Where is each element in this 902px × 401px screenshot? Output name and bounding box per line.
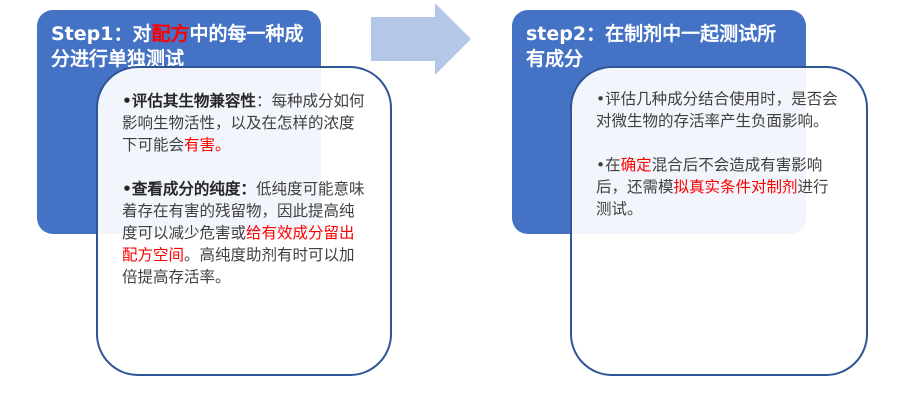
right-arrow-icon xyxy=(371,3,471,75)
step1-bullet-purity-highlight: 给有效成分留出配方空间 xyxy=(122,224,355,264)
bullet-marker: • xyxy=(596,156,606,174)
step1-bullet-purity-text: 低纯度可能意味着存在有害的残留物，因此提高纯度可以减少危害或 xyxy=(122,180,365,242)
bullet-marker: • xyxy=(122,92,132,110)
step1-bullet-biocompat-bold: 评估其生物兼容性 xyxy=(131,92,256,110)
step2-title: step2：在制剂中一起测试所有成分 xyxy=(526,23,777,70)
step1-title-post: 中的每一种成分进行单独测试 xyxy=(51,23,304,70)
step2-bullet-real-text-pre: 在 xyxy=(605,156,621,174)
step1-bullet-purity-bold: 查看成分的纯度： xyxy=(131,180,256,198)
bullet-marker: • xyxy=(122,180,132,198)
step2-bullet-combined-text: 评估几种成分结合使用时，是否会对微生物的存活率产生负面影响。 xyxy=(596,90,838,130)
step2-bullet-real-tail: 进行测试。 xyxy=(596,178,829,218)
arrow-shape xyxy=(371,3,471,75)
bullet-marker: • xyxy=(596,90,606,108)
step2-card: •评估几种成分结合使用时，是否会对微生物的存活率产生负面影响。 •在确定混合后不… xyxy=(570,66,868,376)
step1-title-pre: Step1：对 xyxy=(51,23,152,45)
step2-bullet-real-highlight2: 拟真实条件对制剂 xyxy=(673,178,798,196)
step2-bullet-combined: •评估几种成分结合使用时，是否会对微生物的存活率产生负面影响。 xyxy=(596,88,842,132)
step1-bullet-purity-tail: 。高纯度助剂有时可以加倍提高存活率。 xyxy=(122,246,355,286)
step1-bullet-biocompat-highlight: 有害。 xyxy=(184,136,231,154)
step1-title-highlight: 配方 xyxy=(151,23,190,45)
step1-bullet-biocompat: •评估其生物兼容性：每种成分如何影响生物活性，以及在怎样的浓度下可能会有害。 xyxy=(122,90,366,156)
step1-card: •评估其生物兼容性：每种成分如何影响生物活性，以及在怎样的浓度下可能会有害。 •… xyxy=(96,66,392,376)
step2-bullet-real-text-mid: 混合后不会造成有害影响后，还需模 xyxy=(596,156,823,196)
step1-bullet-purity: •查看成分的纯度：低纯度可能意味着存在有害的残留物，因此提高纯度可以减少危害或给… xyxy=(122,178,366,288)
step1-bullet-biocompat-text: ：每种成分如何影响生物活性，以及在怎样的浓度下可能会 xyxy=(122,92,365,154)
step2-bullet-real-highlight: 确定 xyxy=(620,156,652,174)
step2-bullet-real-conditions: •在确定混合后不会造成有害影响后，还需模拟真实条件对制剂进行测试。 xyxy=(596,154,842,220)
